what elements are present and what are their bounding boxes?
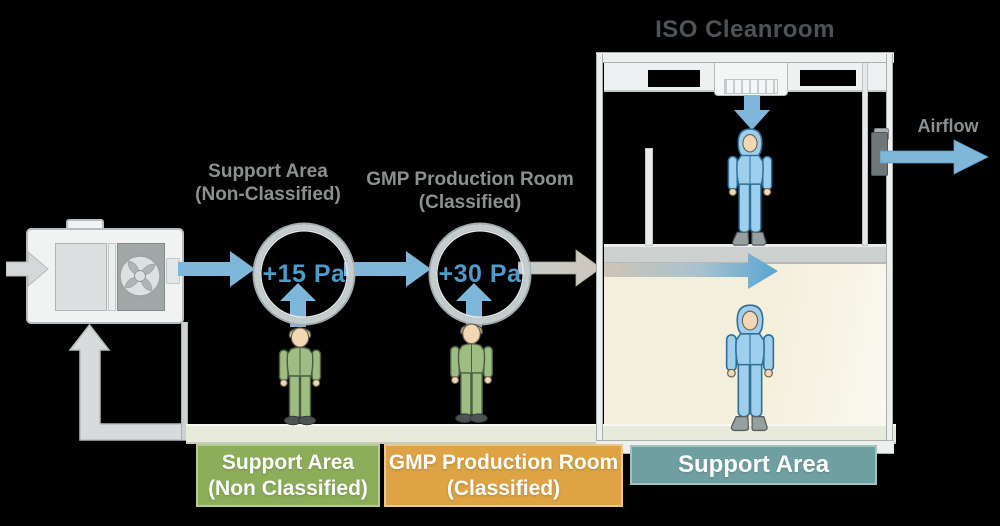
cleanroom-title: ISO Cleanroom bbox=[655, 16, 835, 43]
zone-label-support-line2: (Non-Classified) bbox=[195, 184, 341, 205]
room-right-wall bbox=[886, 54, 893, 452]
ahu-intake-arrow-icon bbox=[6, 251, 49, 287]
room-left-wall bbox=[596, 54, 603, 452]
hvac-fan-icon bbox=[119, 255, 161, 297]
legend-gmp-room: GMP Production Room (Classified) bbox=[384, 444, 623, 507]
legend-cleanroom-support-line1: Support Area bbox=[677, 451, 830, 478]
ceiling-vent-slot-left bbox=[648, 70, 700, 87]
room-roof bbox=[596, 52, 894, 63]
green-operator-1 bbox=[278, 327, 322, 426]
airflow-label: Airflow bbox=[917, 116, 979, 136]
legend-gmp-line1: GMP Production Room bbox=[388, 450, 619, 474]
hepa-grille bbox=[724, 79, 778, 94]
facility-floor bbox=[186, 424, 896, 444]
legend-support-line1: Support Area bbox=[221, 450, 355, 474]
supply-airflow-arrow-1 bbox=[178, 251, 255, 287]
zone-label-gmp-line1: GMP Production Room bbox=[366, 169, 574, 190]
transfer-airflow-arrow bbox=[518, 249, 602, 287]
ahu-divider bbox=[108, 243, 116, 311]
supply-airflow-arrow-2 bbox=[344, 251, 431, 287]
pressure-value-support: +15 Pa bbox=[262, 259, 346, 288]
cleanroom-inner-wall bbox=[862, 62, 868, 246]
cascade-airflow-arrow bbox=[604, 253, 778, 289]
laminar-down-arrow bbox=[734, 95, 770, 130]
exhaust-airflow-arrow bbox=[880, 139, 989, 175]
support-zone-left-wall bbox=[181, 322, 188, 440]
pressure-gauge-support: +15 Pa bbox=[254, 224, 354, 324]
pressure-value-gmp: +30 Pa bbox=[438, 259, 522, 288]
zone-label-support-line1: Support Area bbox=[208, 161, 328, 182]
cleanroom-operator-lower bbox=[725, 304, 775, 432]
cleanroom-operator-upper bbox=[727, 128, 773, 246]
pressure-gauge-gmp: +30 Pa bbox=[430, 224, 530, 324]
legend-gmp-line2: (Classified) bbox=[446, 476, 561, 500]
legend-support-area: Support Area (Non Classified) bbox=[196, 444, 380, 507]
legend-support-line2: (Non Classified) bbox=[208, 476, 368, 500]
return-air-duct-arrow-icon bbox=[68, 323, 187, 441]
legend-cleanroom-support-area: Support Area bbox=[630, 445, 877, 485]
cleanroom-post bbox=[645, 148, 653, 246]
green-operator-2 bbox=[449, 323, 494, 423]
zone-label-gmp-line2: (Classified) bbox=[418, 192, 522, 213]
ceiling-vent-slot-right bbox=[800, 70, 856, 86]
zone-label-gmp: GMP Production Room (Classified) bbox=[340, 168, 600, 214]
ahu-filter-panel bbox=[55, 243, 107, 311]
zone-label-support: Support Area (Non-Classified) bbox=[148, 160, 388, 206]
